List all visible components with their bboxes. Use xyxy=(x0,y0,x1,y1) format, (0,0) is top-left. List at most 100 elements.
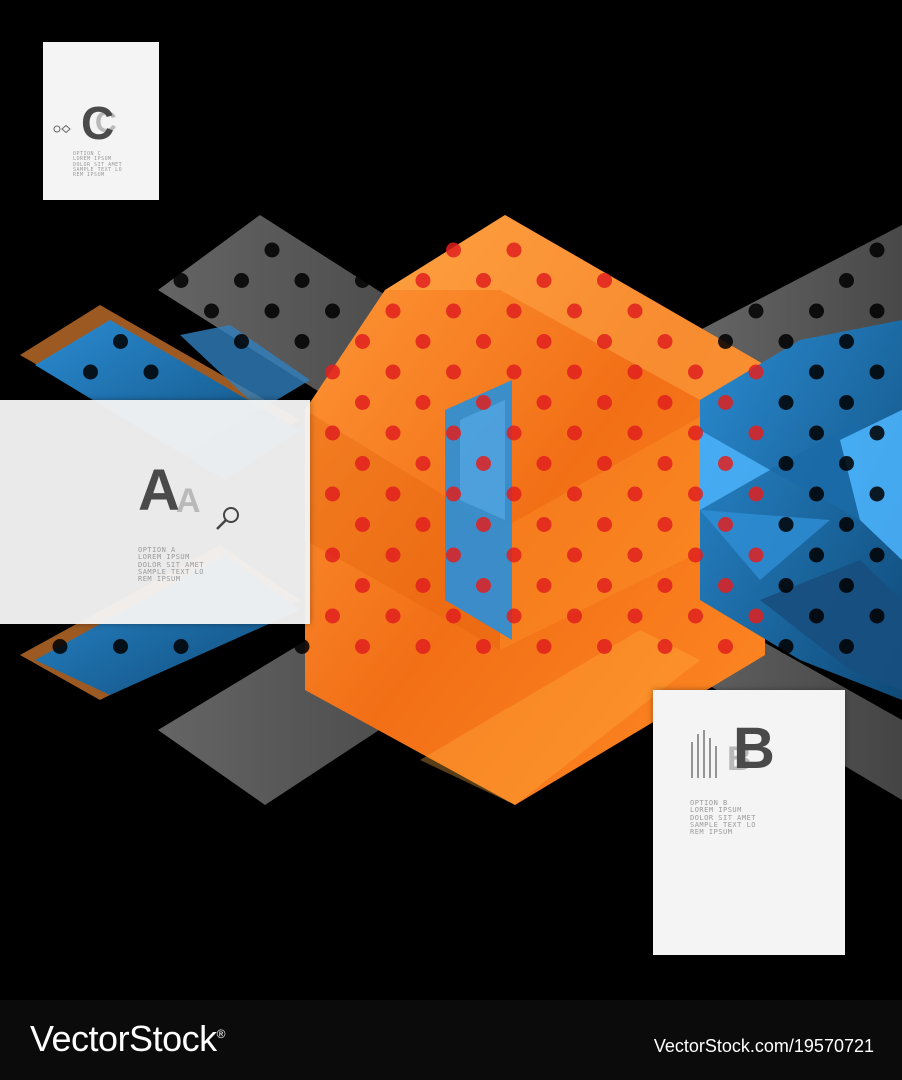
polka-dot xyxy=(536,395,552,410)
polka-dot xyxy=(83,364,98,380)
polka-dot xyxy=(355,334,370,349)
polka-dot xyxy=(415,395,431,410)
polka-dot xyxy=(355,578,370,593)
option-a-line: OPTION A xyxy=(138,546,176,554)
polka-dot xyxy=(778,517,794,532)
polka-dot xyxy=(52,639,68,654)
polka-dot xyxy=(688,608,703,624)
polka-dot xyxy=(294,334,310,349)
option-card-b: B B OPTION B LOREM IPSUM DOLOR SIT AMET … xyxy=(653,690,845,955)
polka-dot xyxy=(627,547,643,563)
polka-dot xyxy=(536,456,552,471)
polka-dot xyxy=(718,578,733,593)
blue-shape-right xyxy=(700,320,902,700)
polka-dot xyxy=(869,303,885,319)
watermark-brand-text: VectorStock xyxy=(30,1018,217,1059)
option-b-line: DOLOR SIT AMET xyxy=(690,813,757,822)
polka-dot xyxy=(809,425,824,441)
polka-dot xyxy=(506,242,522,258)
polka-dot xyxy=(476,456,491,471)
polka-dot xyxy=(355,456,370,471)
polka-dot xyxy=(657,639,673,654)
polka-dot xyxy=(597,273,612,288)
polka-dot xyxy=(718,334,733,349)
option-c-line: LOREM IPSUM xyxy=(73,156,112,163)
circle-diamond-icon xyxy=(53,124,71,134)
polka-dot xyxy=(476,334,491,349)
polka-dot xyxy=(688,425,703,441)
option-b-line: REM IPSUM xyxy=(690,828,733,837)
polka-dot xyxy=(476,517,491,532)
polka-dot xyxy=(748,303,764,319)
polka-dot xyxy=(597,639,612,654)
polka-dot xyxy=(536,639,552,654)
option-b-text: OPTION B LOREM IPSUM DOLOR SIT AMET SAMP… xyxy=(690,799,757,837)
polka-dot xyxy=(627,425,643,441)
option-c-letter-shadow: C xyxy=(95,106,117,139)
polka-dot xyxy=(748,364,764,380)
option-c-line: OPTION C xyxy=(73,151,102,157)
polka-dot xyxy=(385,303,401,319)
polka-dot xyxy=(476,578,491,593)
polka-dot xyxy=(839,517,854,532)
polka-dot xyxy=(204,303,219,319)
option-a-letter: A xyxy=(138,458,180,523)
polka-dot xyxy=(385,425,401,441)
polka-dot xyxy=(506,364,522,380)
polka-dot xyxy=(597,456,612,471)
polka-dot xyxy=(748,608,764,624)
polka-dot xyxy=(778,639,794,654)
option-b-letter-shadow: B xyxy=(727,740,752,778)
option-b-letter: B xyxy=(733,716,775,781)
polka-dot xyxy=(264,242,280,258)
polka-dot xyxy=(325,547,340,563)
polka-dot xyxy=(446,242,461,258)
polka-dot xyxy=(778,334,794,349)
polka-dot xyxy=(839,578,854,593)
polka-dot xyxy=(657,395,673,410)
polka-dot xyxy=(536,273,552,288)
polka-dots xyxy=(52,242,885,654)
polka-dot xyxy=(718,639,733,654)
polka-dot xyxy=(657,334,673,349)
polka-dot xyxy=(415,334,431,349)
option-c-line: SAMPLE TEXT LO xyxy=(73,166,123,173)
polka-dot xyxy=(415,456,431,471)
polka-dot xyxy=(748,547,764,563)
polka-dot xyxy=(415,639,431,654)
option-a-letter-shadow: A xyxy=(176,482,201,520)
polka-dot xyxy=(355,273,370,288)
polka-dot xyxy=(688,364,703,380)
polka-dot xyxy=(113,334,128,349)
polka-dot xyxy=(446,486,461,502)
polka-dot xyxy=(869,547,885,563)
polka-dot xyxy=(536,578,552,593)
option-c-line: REM IPSUM xyxy=(73,172,105,178)
polka-dot xyxy=(385,364,401,380)
polka-dot xyxy=(325,425,340,441)
polka-dot xyxy=(839,456,854,471)
polka-dot xyxy=(506,303,522,319)
option-a-text: OPTION A LOREM IPSUM DOLOR SIT AMET SAMP… xyxy=(138,546,204,584)
polka-dot xyxy=(476,273,491,288)
polka-dot xyxy=(113,639,128,654)
polka-dot xyxy=(294,273,310,288)
polka-dot xyxy=(506,425,522,441)
polka-dot xyxy=(325,364,340,380)
polka-dot xyxy=(506,608,522,624)
polka-dot xyxy=(839,395,854,410)
polka-dot xyxy=(809,303,824,319)
polka-dot xyxy=(506,547,522,563)
polka-dot xyxy=(597,517,612,532)
option-a-line: LOREM IPSUM xyxy=(138,553,190,562)
polka-dot xyxy=(355,395,370,410)
polka-dot xyxy=(385,547,401,563)
polka-dot xyxy=(415,517,431,532)
polka-dot xyxy=(506,486,522,502)
polka-dot xyxy=(718,395,733,410)
magnifier-icon xyxy=(216,507,239,530)
polka-dot xyxy=(325,303,340,319)
polka-dot xyxy=(173,639,189,654)
polka-dot xyxy=(809,486,824,502)
registered-mark: ® xyxy=(216,1027,226,1041)
